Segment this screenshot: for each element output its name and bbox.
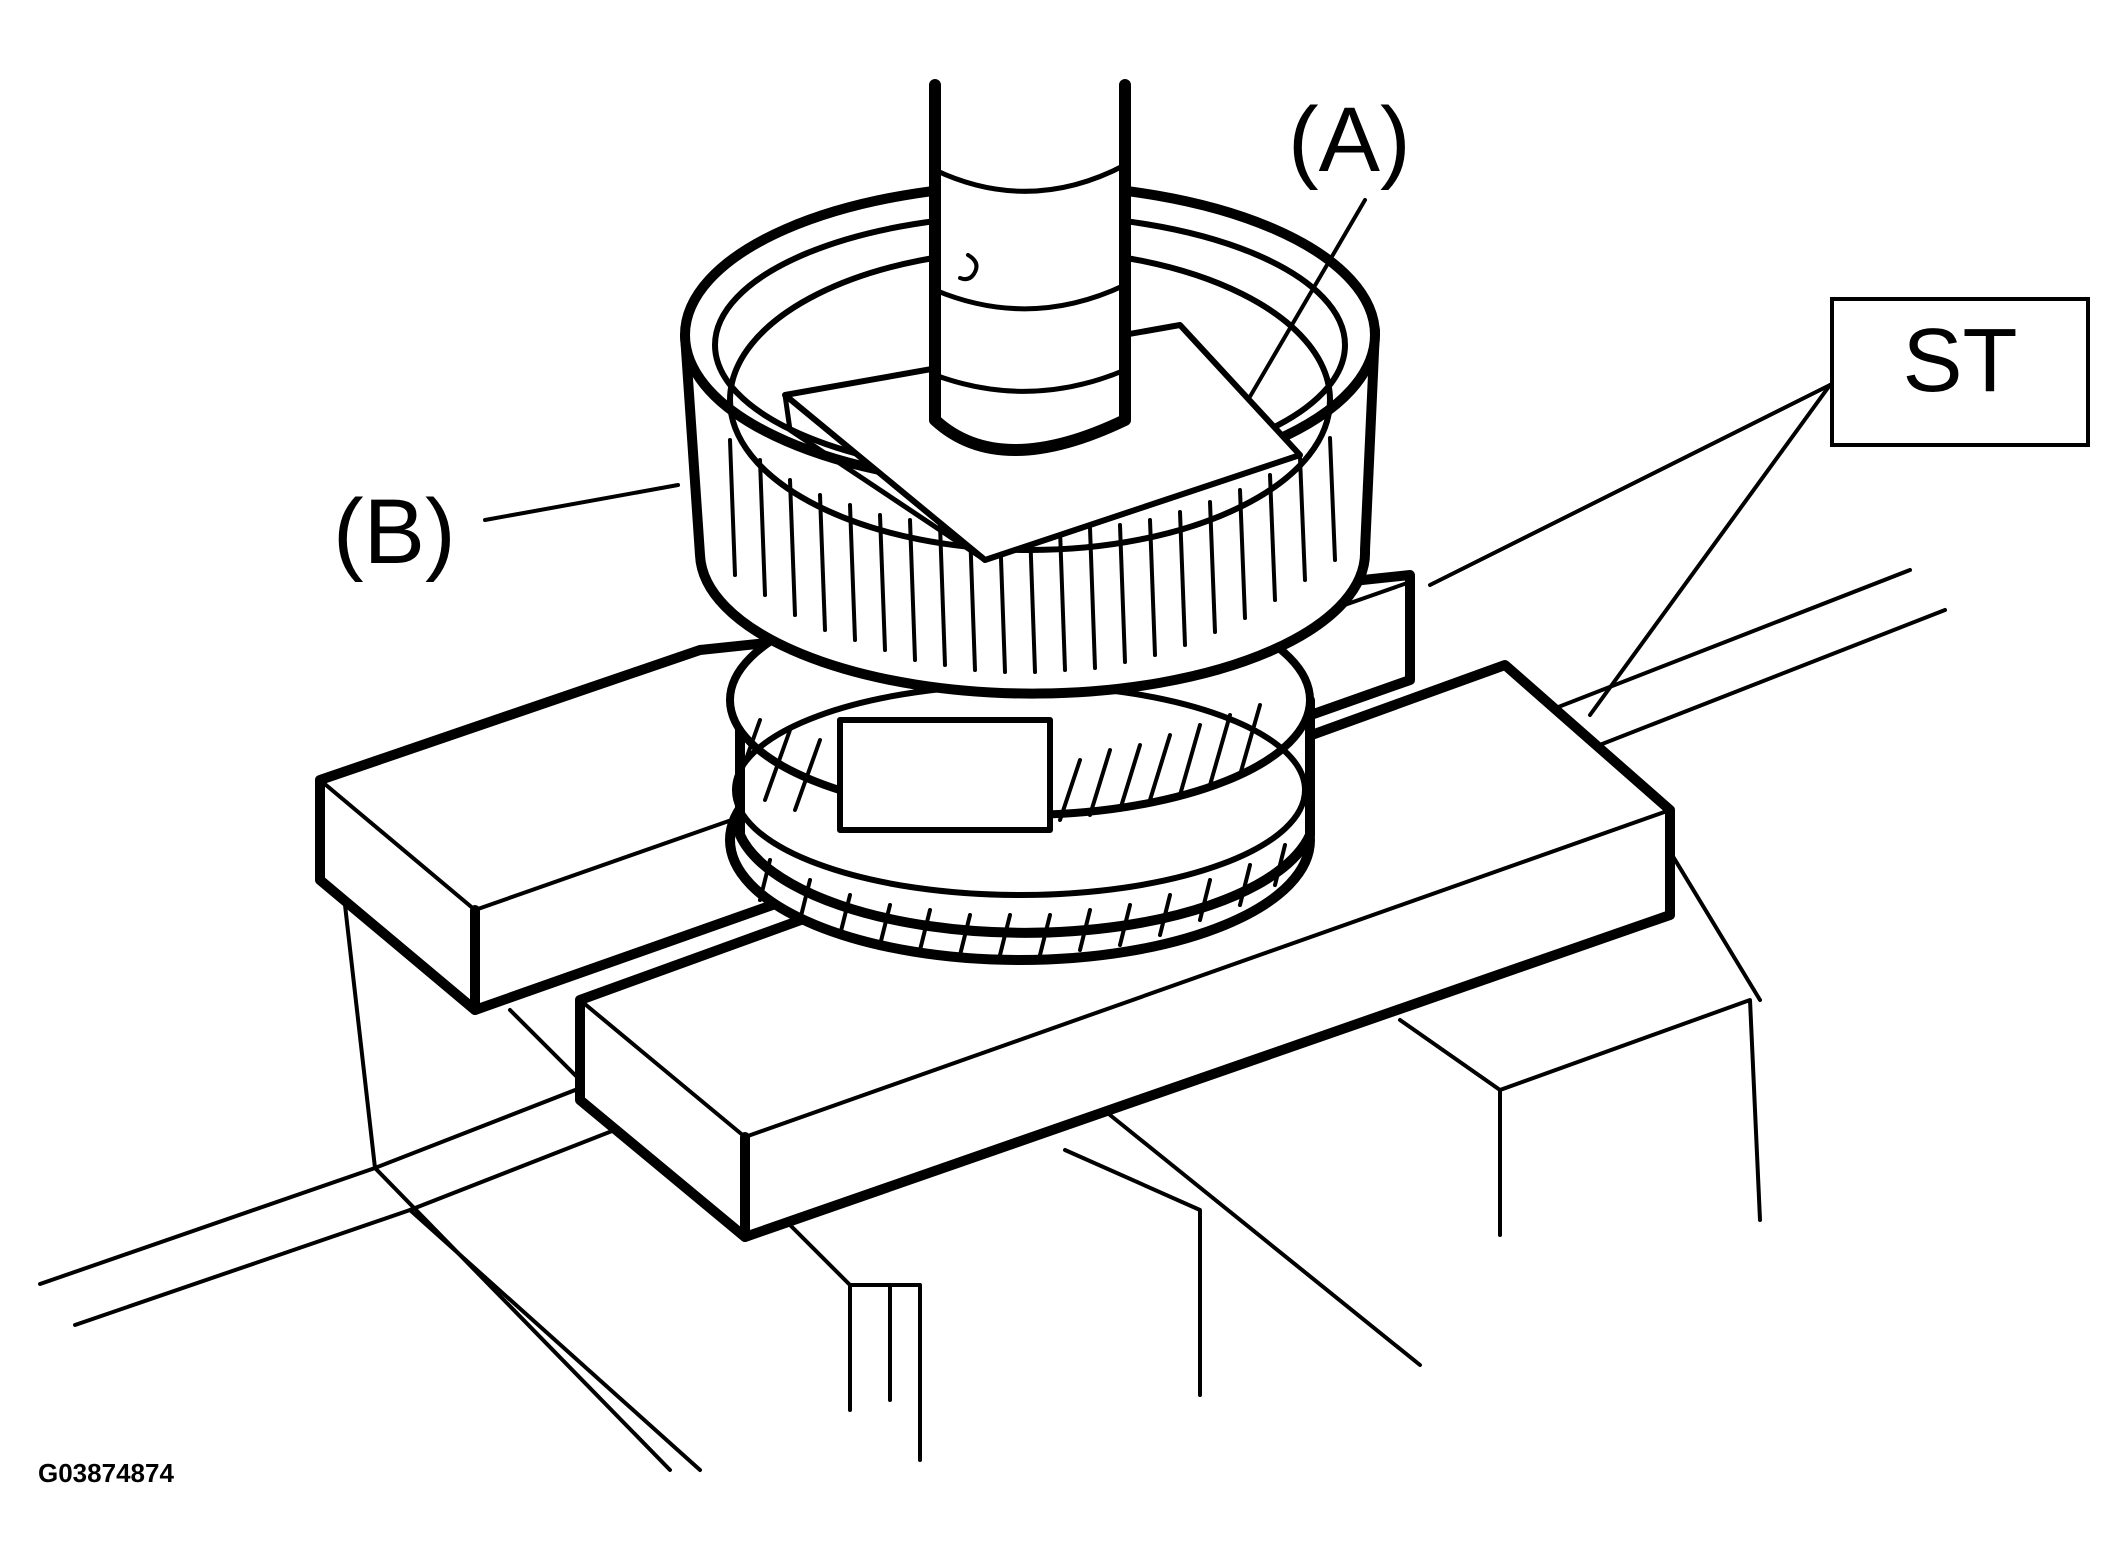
label-st: ST — [1902, 311, 2018, 411]
label-st-box — [1830, 297, 2090, 447]
leader-lines — [483, 198, 1832, 717]
label-a: (A) — [1288, 89, 1411, 191]
figure-id: G03874874 — [38, 1458, 174, 1488]
press-ram — [929, 79, 1131, 456]
label-b: (B) — [333, 481, 456, 583]
